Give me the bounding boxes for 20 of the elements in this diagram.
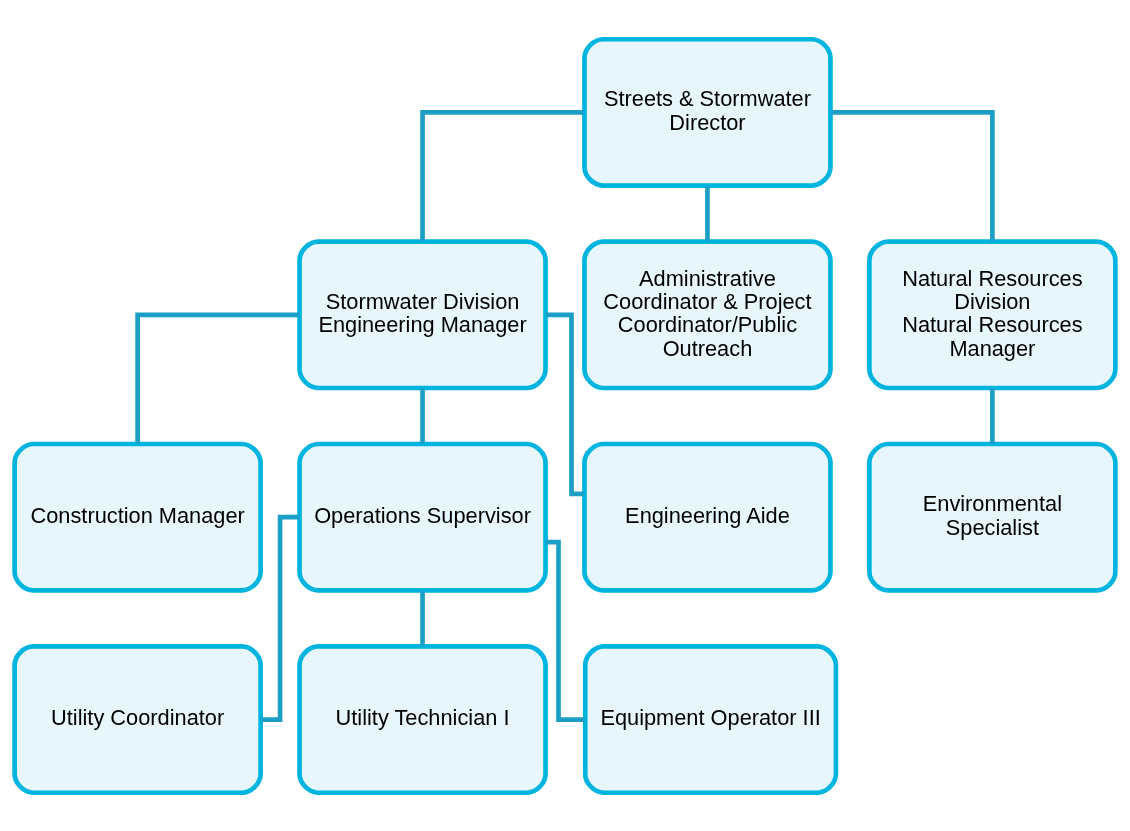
connector bbox=[260, 514, 300, 722]
node-box: Utility Coordinator bbox=[12, 643, 263, 795]
node-box: Construction Manager bbox=[12, 441, 263, 593]
node-box: Operations Supervisor bbox=[297, 441, 548, 593]
connector bbox=[420, 590, 425, 646]
connector bbox=[705, 185, 710, 242]
node-box: Administrative Coordinator & Project Coordinator/Public Outreach bbox=[582, 238, 833, 390]
node-box: Utility Technician I bbox=[297, 643, 548, 795]
connector bbox=[420, 109, 585, 241]
node-box: Equipment Operator III bbox=[582, 643, 839, 795]
connector bbox=[990, 387, 995, 444]
node-box: Environmental Specialist bbox=[867, 441, 1118, 593]
node-box: Streets & Stormwater Director bbox=[582, 36, 833, 188]
node-box: Stormwater Division Engineering Manager bbox=[297, 238, 548, 390]
node-box: Natural Resources Division Natural Resources Manager bbox=[867, 238, 1118, 390]
connector bbox=[420, 387, 425, 444]
node-box: Engineering Aide bbox=[582, 441, 833, 593]
connector bbox=[135, 311, 300, 444]
connector bbox=[830, 109, 995, 241]
connector bbox=[545, 539, 585, 722]
